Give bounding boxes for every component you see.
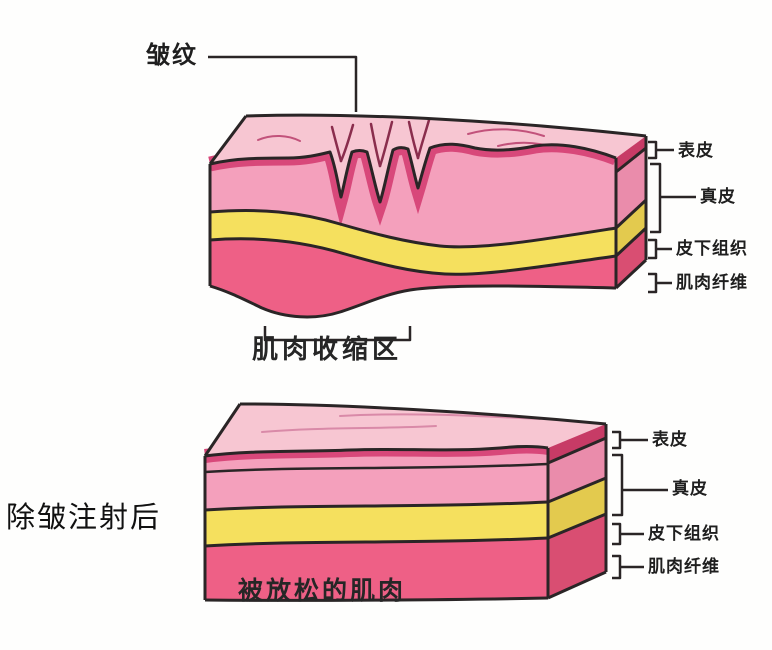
top-epidermis-lead bbox=[648, 140, 674, 160]
bottom-muscle-layer bbox=[205, 538, 548, 601]
top-side-subcutaneous bbox=[616, 200, 646, 256]
bottom-subcutaneous-lead bbox=[612, 522, 644, 546]
bottom-dermis-label: 真皮 bbox=[672, 479, 708, 499]
top-subcutaneous-label: 皮下组织 bbox=[676, 239, 748, 259]
top-muscle-fiber-label: 肌肉纤维 bbox=[676, 273, 748, 293]
bottom-side-subcutaneous bbox=[548, 478, 606, 538]
bottom-block-outline bbox=[203, 402, 608, 602]
wrinkle-groove-lines bbox=[330, 118, 431, 168]
after-injection-label: 除皱注射后 bbox=[6, 500, 162, 534]
callout-lines bbox=[208, 55, 696, 580]
top-dermis-label: 真皮 bbox=[700, 187, 736, 207]
top-muscle-layer bbox=[210, 238, 616, 317]
bottom-side-dermis bbox=[548, 438, 606, 502]
bottom-skin-block bbox=[203, 402, 608, 602]
bottom-muscle-fiber-label: 肌肉纤维 bbox=[648, 557, 720, 577]
relaxed-muscle-caption: 被放松的肌肉 bbox=[238, 576, 407, 605]
contraction-bracket bbox=[263, 326, 412, 342]
bottom-epidermis-lead bbox=[612, 430, 648, 450]
bottom-subcutaneous-layer bbox=[205, 502, 548, 546]
top-subcutaneous-lead bbox=[648, 238, 672, 260]
bottom-subcutaneous-label: 皮下组织 bbox=[648, 524, 720, 544]
top-skin-surface bbox=[210, 115, 646, 202]
bottom-epidermis-label: 表皮 bbox=[652, 430, 688, 450]
top-side-epidermis bbox=[616, 136, 646, 172]
top-side-muscle bbox=[616, 228, 646, 288]
top-block-outline bbox=[208, 113, 648, 319]
muscle-contraction-caption: 肌肉收缩区 bbox=[252, 335, 403, 365]
wrinkle-label: 皱纹 bbox=[146, 41, 198, 69]
top-side-dermis bbox=[616, 148, 646, 228]
top-epidermis-label: 表皮 bbox=[678, 141, 714, 161]
bottom-muscle-fiber-lead bbox=[612, 554, 644, 580]
wrinkle-callout-line bbox=[208, 55, 358, 112]
bottom-side-epidermis bbox=[548, 424, 606, 463]
top-skin-block bbox=[208, 113, 648, 319]
top-dermis-lead bbox=[650, 162, 696, 234]
bottom-dermis-lead bbox=[612, 453, 668, 517]
fine-wrinkle-lines bbox=[257, 128, 557, 149]
top-muscle-fiber-lead bbox=[648, 272, 672, 294]
